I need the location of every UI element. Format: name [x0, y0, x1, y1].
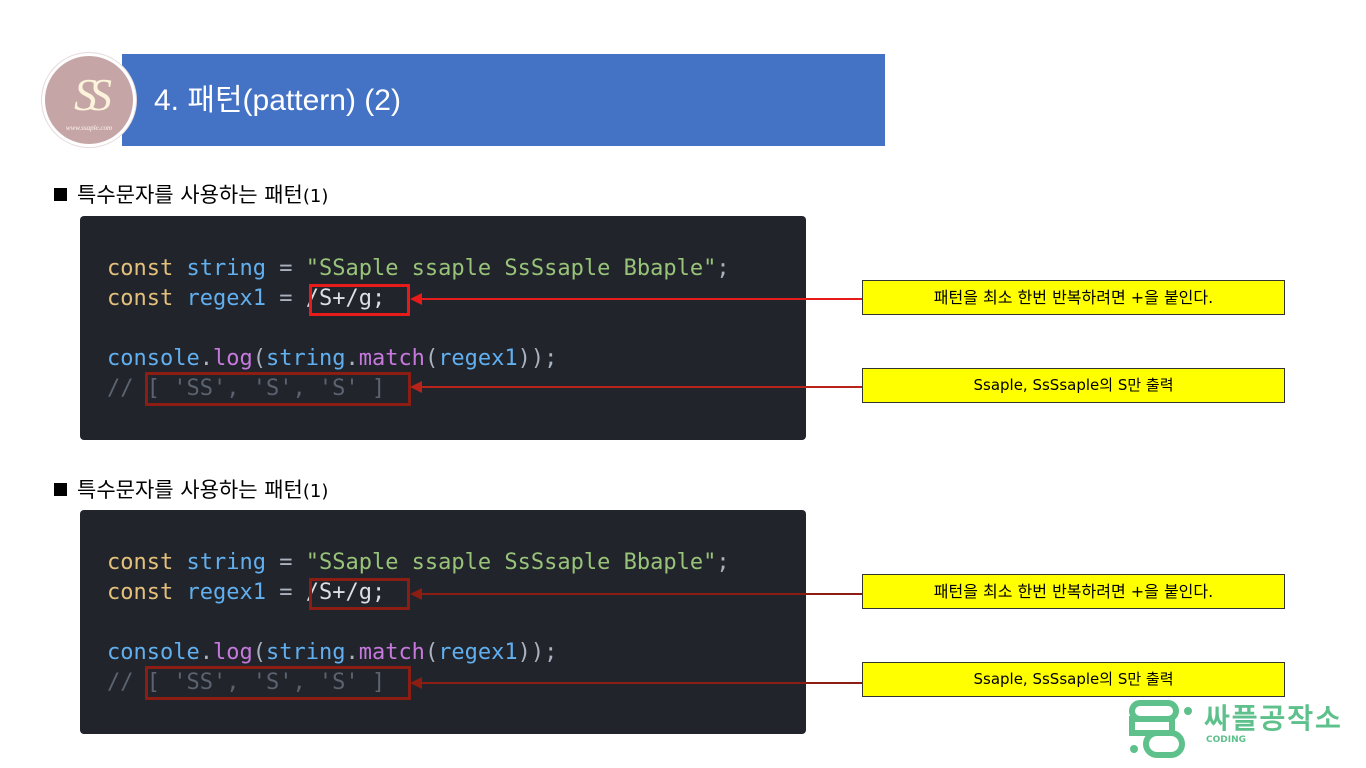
brand-s-icon: [1129, 700, 1192, 758]
section-heading-text: 특수문자를 사용하는 패턴: [77, 478, 303, 502]
code-punct: (: [252, 640, 266, 665]
result-highlight-box: [145, 372, 411, 406]
section-heading-2: 특수문자를 사용하는 패턴(1): [54, 475, 328, 505]
section-heading-1: 특수문자를 사용하는 패턴(1): [54, 180, 328, 210]
code-operator: =: [279, 256, 293, 281]
brand-name: 싸플공작소: [1204, 702, 1343, 735]
arrow-left-icon: [410, 588, 422, 600]
square-bullet-icon: [54, 483, 67, 496]
code-line-2: const regex1 = /S+/g;: [107, 578, 385, 608]
code-string: "SSaple ssaple SsSsaple Bbaple": [305, 256, 717, 281]
arrow-line: [420, 386, 862, 388]
code-line-4: // [ 'SS', 'S', 'S' ]: [107, 374, 385, 404]
arrow-line: [420, 298, 862, 300]
code-keyword: const: [107, 550, 174, 575]
code-operator: =: [279, 550, 293, 575]
code-function: match: [358, 346, 425, 371]
note-repeat-pattern: 패턴을 최소 한번 반복하려면 +을 붙인다.: [862, 280, 1285, 315]
section-heading-paren: (1): [302, 481, 329, 502]
code-variable: regex1: [186, 580, 266, 605]
code-variable: regex1: [438, 346, 518, 371]
code-line-1: const string = "SSaple ssaple SsSsaple B…: [107, 548, 730, 578]
code-keyword: const: [107, 580, 174, 605]
code-line-1: const string = "SSaple ssaple SsSsaple B…: [107, 254, 730, 284]
code-function: log: [212, 346, 253, 371]
code-variable: regex1: [438, 640, 518, 665]
logo-monogram: SS: [74, 69, 112, 120]
code-punct: .: [345, 640, 359, 665]
code-line-2: const regex1 = /S+/g;: [107, 284, 385, 314]
code-punct: .: [199, 640, 213, 665]
arrow-left-icon: [410, 381, 422, 393]
arrow-line: [420, 593, 862, 595]
code-punct: ));: [517, 640, 558, 665]
code-keyword: const: [107, 286, 174, 311]
code-string: "SSaple ssaple SsSsaple Bbaple": [305, 550, 717, 575]
code-comment: //: [107, 376, 147, 401]
code-object: console: [107, 640, 200, 665]
result-highlight-box: [145, 666, 411, 700]
title-banner: [122, 54, 885, 146]
note-repeat-pattern: 패턴을 최소 한번 반복하려면 +을 붙인다.: [862, 574, 1285, 609]
arrow-left-icon: [410, 677, 422, 689]
code-punct: (: [424, 346, 439, 371]
ssaple-logo: SS www.ssaple.com: [42, 53, 136, 147]
code-comment: //: [107, 670, 147, 695]
code-variable: string: [265, 640, 346, 665]
code-punct: (: [252, 346, 266, 371]
code-keyword: const: [107, 256, 174, 281]
page-title: 4. 패턴(pattern) (2): [154, 84, 401, 117]
code-variable: string: [186, 256, 266, 281]
code-result-comment: [ 'SS', 'S', 'S' ]: [146, 376, 386, 401]
code-variable: string: [265, 346, 346, 371]
regex-highlight-box: [309, 284, 410, 316]
code-punct: .: [199, 346, 213, 371]
code-punct: ;: [716, 256, 730, 281]
note-output: Ssaple, SsSsaple의 S만 출력: [862, 662, 1285, 697]
code-line-4: // [ 'SS', 'S', 'S' ]: [107, 668, 385, 698]
brand-sub: CODING: [1206, 735, 1246, 745]
code-punct: ));: [517, 346, 558, 371]
code-punct: ;: [716, 550, 730, 575]
brand-logo: 싸플공작소 CODING: [1124, 697, 1358, 763]
code-variable: regex1: [186, 286, 266, 311]
code-operator: =: [279, 286, 293, 311]
section-heading-paren: (1): [302, 186, 329, 207]
code-punct: (: [424, 640, 439, 665]
code-regex: /S+/g;: [305, 286, 386, 311]
arrow-left-icon: [410, 293, 422, 305]
code-line-3: console.log(string.match(regex1));: [107, 638, 557, 668]
code-regex: /S+/g;: [305, 580, 386, 605]
code-object: console: [107, 346, 200, 371]
section-heading-text: 특수문자를 사용하는 패턴: [77, 183, 303, 207]
code-panel-1: const string = "SSaple ssaple SsSsaple B…: [80, 216, 806, 440]
arrow-line: [420, 682, 862, 684]
code-function: log: [212, 640, 253, 665]
logo-url: www.ssaple.com: [65, 124, 113, 132]
note-output: Ssaple, SsSsaple의 S만 출력: [862, 368, 1285, 403]
code-function: match: [358, 640, 425, 665]
code-variable: string: [186, 550, 266, 575]
code-panel-2: const string = "SSaple ssaple SsSsaple B…: [80, 510, 806, 734]
square-bullet-icon: [54, 188, 67, 201]
regex-highlight-box: [309, 578, 410, 610]
code-operator: =: [279, 580, 293, 605]
code-line-3: console.log(string.match(regex1));: [107, 344, 557, 374]
code-punct: .: [345, 346, 359, 371]
code-result-comment: [ 'SS', 'S', 'S' ]: [146, 670, 386, 695]
